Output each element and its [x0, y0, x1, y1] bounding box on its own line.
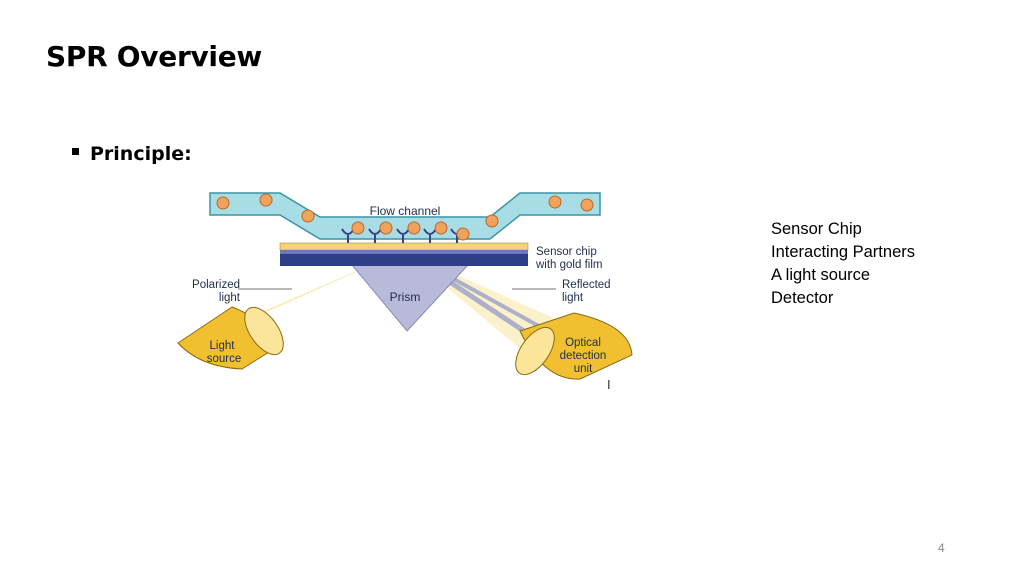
square-bullet-icon	[72, 147, 79, 155]
spr-diagram-svg: Flow channel Sensor chip with gold film …	[177, 192, 633, 392]
bullet-text: Principle:	[90, 143, 192, 165]
label-flow-channel: Flow channel	[370, 204, 441, 218]
particle	[456, 227, 470, 241]
particle	[259, 193, 273, 207]
page-number: 4	[938, 541, 945, 555]
list-item: Interacting Partners	[771, 243, 915, 261]
particle	[351, 221, 365, 235]
label-polarized-2: light	[219, 292, 241, 304]
label-prism: Prism	[390, 290, 421, 304]
slide-title: SPR Overview	[46, 40, 262, 73]
light-source	[177, 306, 284, 370]
label-detector-2: detection	[560, 350, 607, 362]
particles	[216, 193, 594, 241]
label-light-source-1: Light	[210, 340, 236, 352]
spr-diagram: Flow channel Sensor chip with gold film …	[160, 185, 640, 395]
label-reflected-2: light	[562, 292, 584, 304]
list-item: Detector	[771, 289, 834, 307]
gold-film	[279, 242, 529, 251]
list-item: A light source	[771, 266, 871, 284]
component-list: Sensor Chip Interacting Partners A light…	[771, 218, 915, 310]
particle	[379, 221, 393, 235]
label-sensor-chip-2: with gold film	[535, 259, 602, 271]
particle	[580, 198, 594, 212]
optical-detector	[515, 312, 633, 380]
label-reflected-1: Reflected	[562, 279, 611, 291]
particle	[548, 195, 562, 209]
list-item: Sensor Chip	[771, 220, 862, 238]
chip-base-highlight	[280, 250, 528, 254]
bullet-principle: Principle:	[72, 143, 192, 165]
flow-channel	[209, 192, 601, 240]
label-light-source-2: source	[207, 353, 242, 365]
label-detector-1: Optical	[565, 337, 601, 349]
particle	[216, 196, 230, 210]
particle	[407, 221, 421, 235]
particle	[301, 209, 315, 223]
label-panel-letter: I	[607, 377, 611, 392]
particle	[434, 221, 448, 235]
label-polarized-1: Polarized	[192, 279, 240, 291]
particle	[485, 214, 499, 228]
label-detector-3: unit	[574, 363, 593, 375]
label-sensor-chip-1: Sensor chip	[536, 246, 597, 258]
